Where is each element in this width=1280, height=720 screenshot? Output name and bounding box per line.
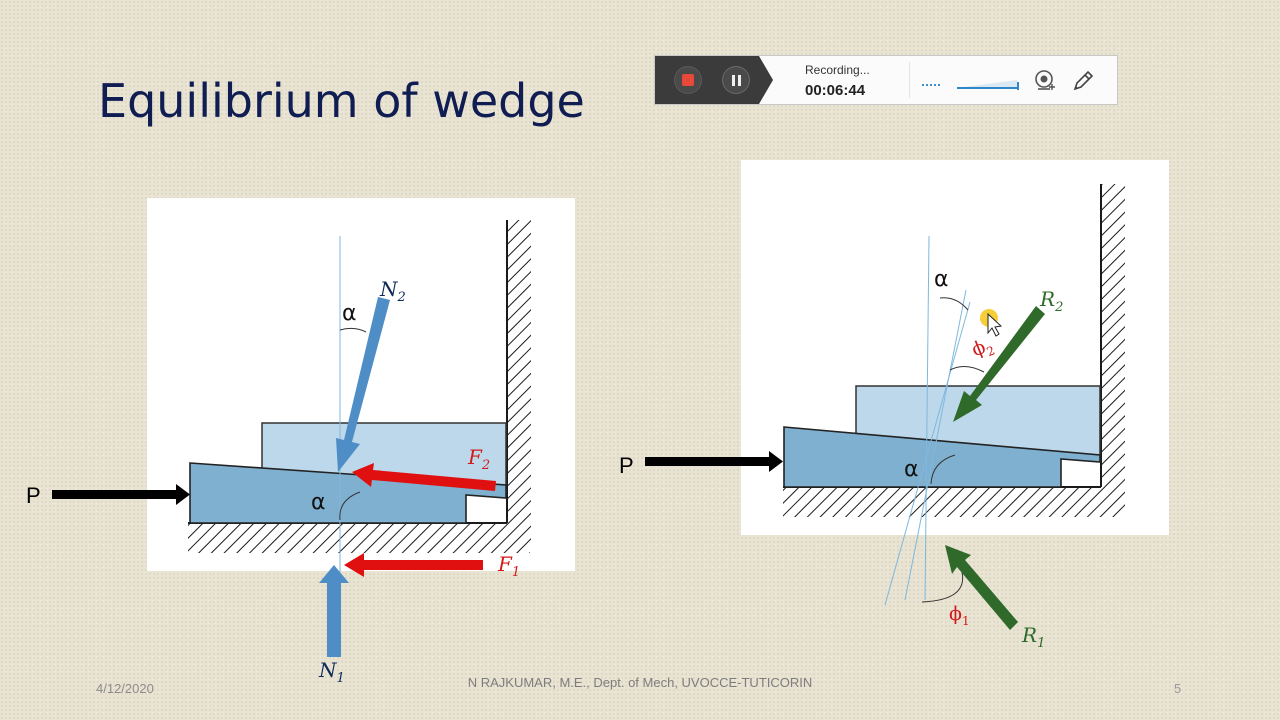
pause-recording-button[interactable] <box>722 66 750 94</box>
left-f2-arrow <box>352 463 496 491</box>
slide-title: Equilibrium of wedge <box>98 74 585 128</box>
audio-level-icon <box>922 84 940 86</box>
footer-date: 4/12/2020 <box>96 681 154 696</box>
left-wedge <box>189 462 507 524</box>
right-p-arrow-shaft <box>645 457 771 466</box>
left-label-alpha-wedge: α <box>311 490 326 515</box>
left-wall-hatch <box>507 220 531 550</box>
left-label-n2: N2 <box>379 277 406 305</box>
left-label-f1: F1 <box>497 552 520 580</box>
recording-toolbar: Recording... 00:06:44 <box>654 55 1118 105</box>
left-p-arrow-shaft <box>52 490 178 499</box>
toolbar-divider <box>909 62 910 98</box>
right-label-r2: R2 <box>1039 287 1063 315</box>
right-vertical-reference <box>924 235 930 601</box>
right-label-p: P <box>619 453 634 478</box>
right-label-phi1: ϕ1 <box>949 603 970 628</box>
left-label-f2: F2 <box>467 445 490 473</box>
left-label-p: P <box>26 483 41 508</box>
volume-slider[interactable] <box>957 78 1021 90</box>
right-r2-arrow <box>953 306 1045 422</box>
right-floor-hatch <box>783 487 1125 517</box>
left-floor-hatch <box>188 523 530 553</box>
left-label-n1: N1 <box>318 658 345 686</box>
right-p-arrow-head <box>769 451 783 472</box>
right-label-alpha-wedge: α <box>904 457 919 482</box>
left-p-arrow-head <box>176 484 190 505</box>
footer-author: N RAJKUMAR, M.E., Dept. of Mech, UVOCCE-… <box>467 675 813 690</box>
page-number: 5 <box>1174 681 1182 696</box>
right-r1-arrow <box>945 545 1018 630</box>
mouse-cursor-icon <box>980 309 1003 337</box>
recording-timer: 00:06:44 <box>805 82 866 99</box>
right-wall-hatch <box>1101 184 1125 514</box>
stop-recording-button[interactable] <box>674 66 702 94</box>
right-label-r1: R1 <box>1021 623 1045 651</box>
left-n2-arrow <box>336 297 390 472</box>
left-wedge-diagram: P α α N2 F2 F1 N1 <box>26 198 575 686</box>
right-wedge <box>783 426 1101 488</box>
left-f1-arrow <box>344 553 483 577</box>
pen-icon[interactable] <box>1071 69 1095 93</box>
left-label-alpha-top: α <box>342 301 357 326</box>
right-wedge-diagram: P α α R2 ϕ2 ϕ1 R1 <box>619 160 1169 651</box>
right-label-alpha-top: α <box>934 267 949 292</box>
webcam-icon[interactable] <box>1033 69 1057 93</box>
left-n1-arrow <box>319 565 349 657</box>
recording-status: Recording... <box>805 63 870 77</box>
